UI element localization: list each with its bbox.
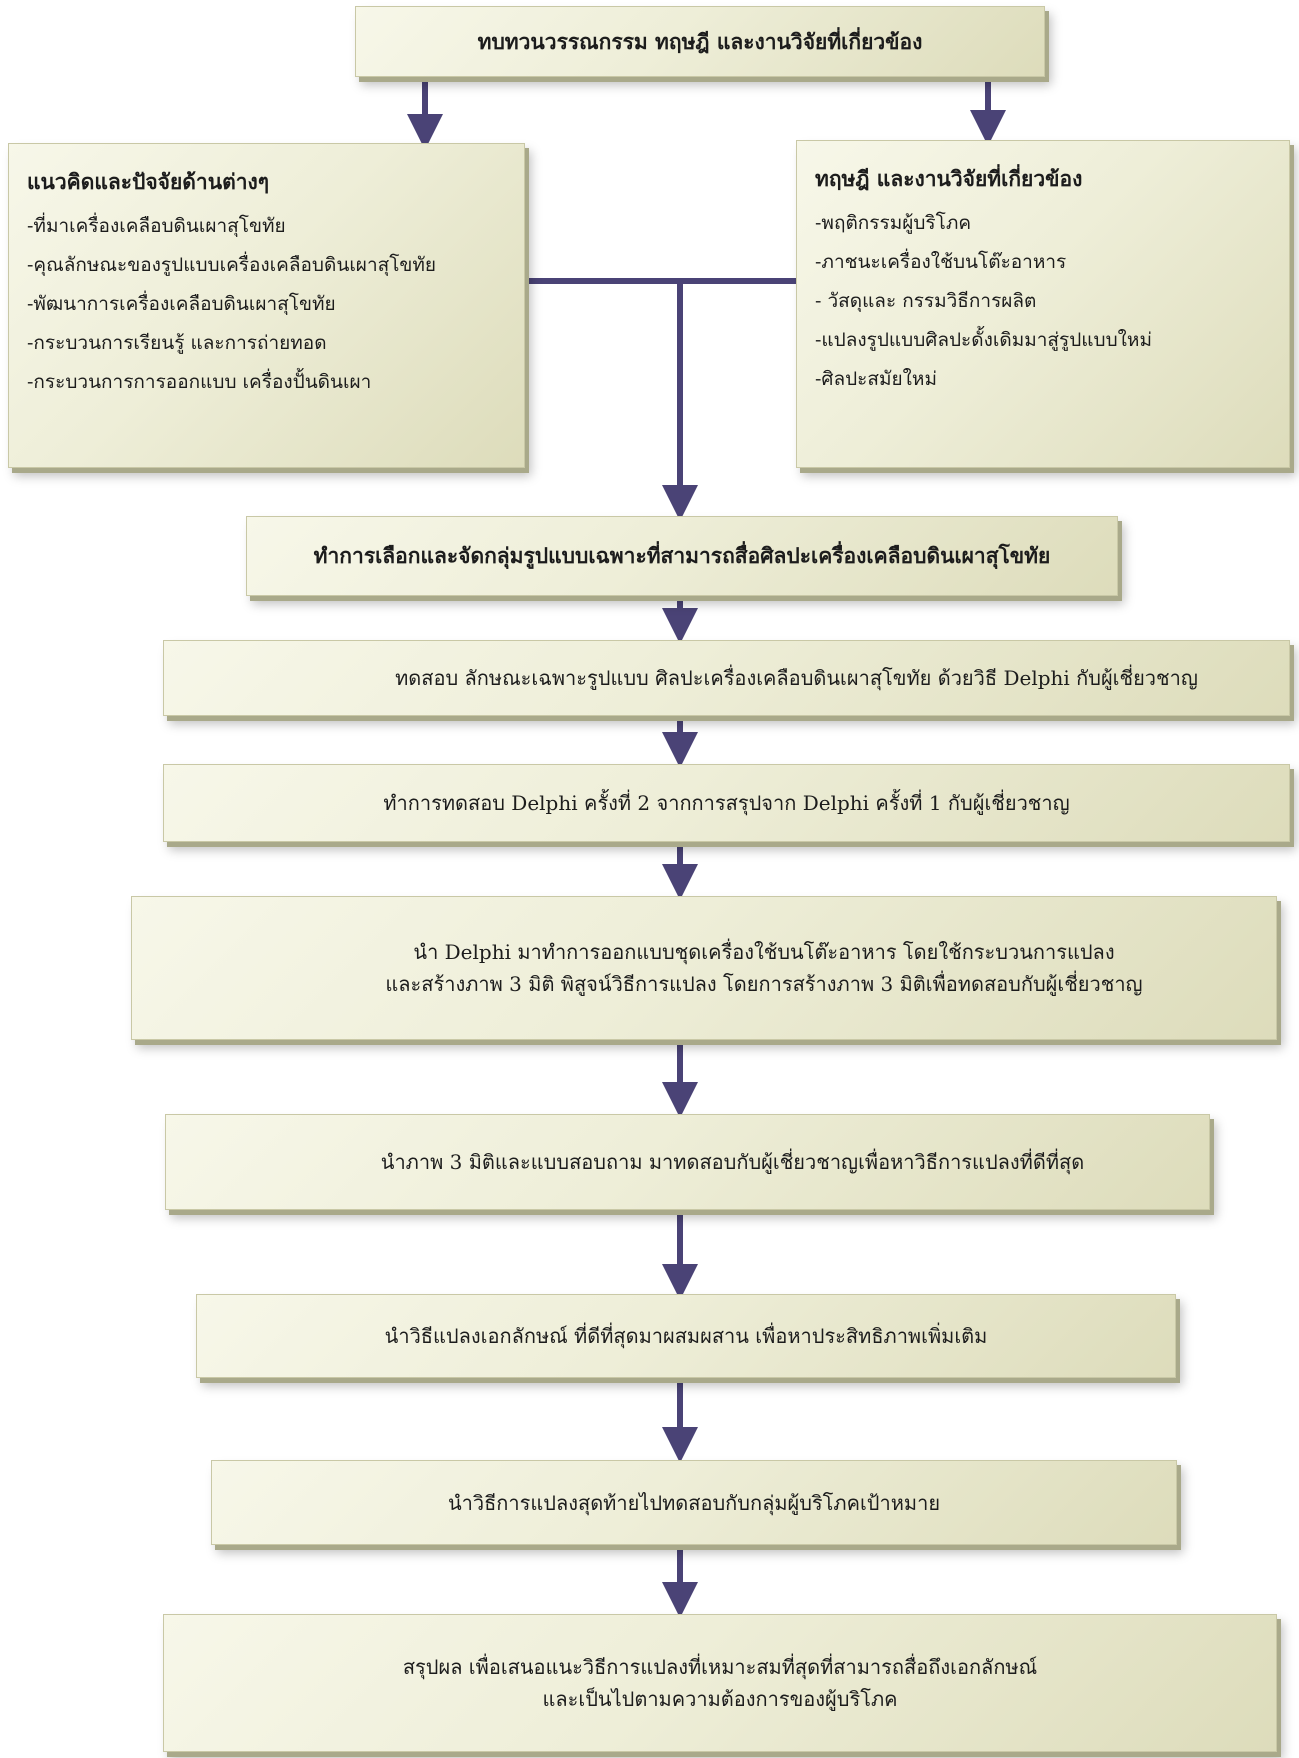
step-8-text-line-2: และเป็นไปตามความต้องการของผู้บริโภค xyxy=(542,1687,898,1711)
step-8-text-line-1: สรุปผล เพื่อเสนอแนะวิธีการแปลงที่เหมาะสม… xyxy=(402,1655,1038,1679)
right-box-item: -ศิลปะสมัยใหม่ xyxy=(815,368,937,390)
step-4-text-line-2: และสร้างภาพ 3 มิติ พิสูจน์วิธีการแปลง โด… xyxy=(385,972,1143,996)
top-box: ทบทวนวรรณกรรม ทฤษฎี และงานวิจัยที่เกี่ยว… xyxy=(355,6,1045,77)
step-7-text: นำวิธีการแปลงสุดท้ายไปทดสอบกับกลุ่มผู้บร… xyxy=(447,1490,941,1515)
left-box-item: -พัฒนาการเครื่องเคลือบดินเผาสุโขทัย xyxy=(27,293,336,315)
step-box-6: นำวิธีแปลงเอกลักษณ์ ที่ดีที่สุดมาผสมผสาน… xyxy=(196,1294,1176,1378)
step-box-3: ทำการทดสอบ Delphi ครั้งที่ 2 จากการสรุปจ… xyxy=(163,764,1290,842)
step-1-text: ทำการเลือกและจัดกลุ่มรูปแบบเฉพาะที่สามาร… xyxy=(313,543,1051,569)
step-box-2: ทดสอบ ลักษณะเฉพาะรูปแบบ ศิลปะเครื่องเคลื… xyxy=(163,640,1290,716)
step-3-text: ทำการทดสอบ Delphi ครั้งที่ 2 จากการสรุปจ… xyxy=(383,791,1070,815)
step-5-text: นำภาพ 3 มิติและแบบสอบถาม มาทดสอบกับผู้เช… xyxy=(380,1150,1085,1174)
top-box-title: ทบทวนวรรณกรรม ทฤษฎี และงานวิจัยที่เกี่ยว… xyxy=(477,28,923,54)
right-box-item: - วัสดุและ กรรมวิธีการผลิต xyxy=(815,290,1037,312)
step-6-text: นำวิธีแปลงเอกลักษณ์ ที่ดีที่สุดมาผสมผสาน… xyxy=(384,1324,988,1348)
step-2-text: ทดสอบ ลักษณะเฉพาะรูปแบบ ศิลปะเครื่องเคลื… xyxy=(395,666,1198,690)
right-box: ทฤษฎี และงานวิจัยที่เกี่ยวข้อง -พฤติกรรม… xyxy=(796,140,1290,468)
step-box-7: นำวิธีการแปลงสุดท้ายไปทดสอบกับกลุ่มผู้บร… xyxy=(211,1460,1177,1545)
step-box-1: ทำการเลือกและจัดกลุ่มรูปแบบเฉพาะที่สามาร… xyxy=(246,516,1118,596)
step-box-5: นำภาพ 3 มิติและแบบสอบถาม มาทดสอบกับผู้เช… xyxy=(165,1114,1210,1210)
left-box-item: -คุณลักษณะของรูปแบบเครื่องเคลือบดินเผาสุ… xyxy=(27,254,437,276)
left-box-item: -กระบวนการเรียนรู้ และการถ่ายทอด xyxy=(27,332,327,354)
step-box-4: นำ Delphi มาทำการออกแบบชุดเครื่องใช้บนโต… xyxy=(131,896,1277,1040)
right-box-item: -พฤติกรรมผู้บริโภค xyxy=(815,212,972,234)
left-box-item: -ที่มาเครื่องเคลือบดินเผาสุโขทัย xyxy=(27,215,286,237)
step-4-text-line-1: นำ Delphi มาทำการออกแบบชุดเครื่องใช้บนโต… xyxy=(413,940,1115,964)
right-box-item: -แปลงรูปแบบศิลปะดั้งเดิมมาสู่รูปแบบใหม่ xyxy=(815,329,1152,351)
step-box-8: สรุปผล เพื่อเสนอแนะวิธีการแปลงที่เหมาะสม… xyxy=(163,1614,1277,1752)
right-box-item: -ภาชนะเครื่องใช้บนโต๊ะอาหาร xyxy=(815,251,1067,273)
left-box-title: แนวคิดและปัจจัยด้านต่างๆ xyxy=(27,169,270,194)
right-box-title: ทฤษฎี และงานวิจัยที่เกี่ยวข้อง xyxy=(815,166,1083,191)
left-box: แนวคิดและปัจจัยด้านต่างๆ -ที่มาเครื่องเค… xyxy=(8,143,525,468)
left-box-item: -กระบวนการการออกแบบ เครื่องปั้นดินเผา xyxy=(27,371,372,393)
